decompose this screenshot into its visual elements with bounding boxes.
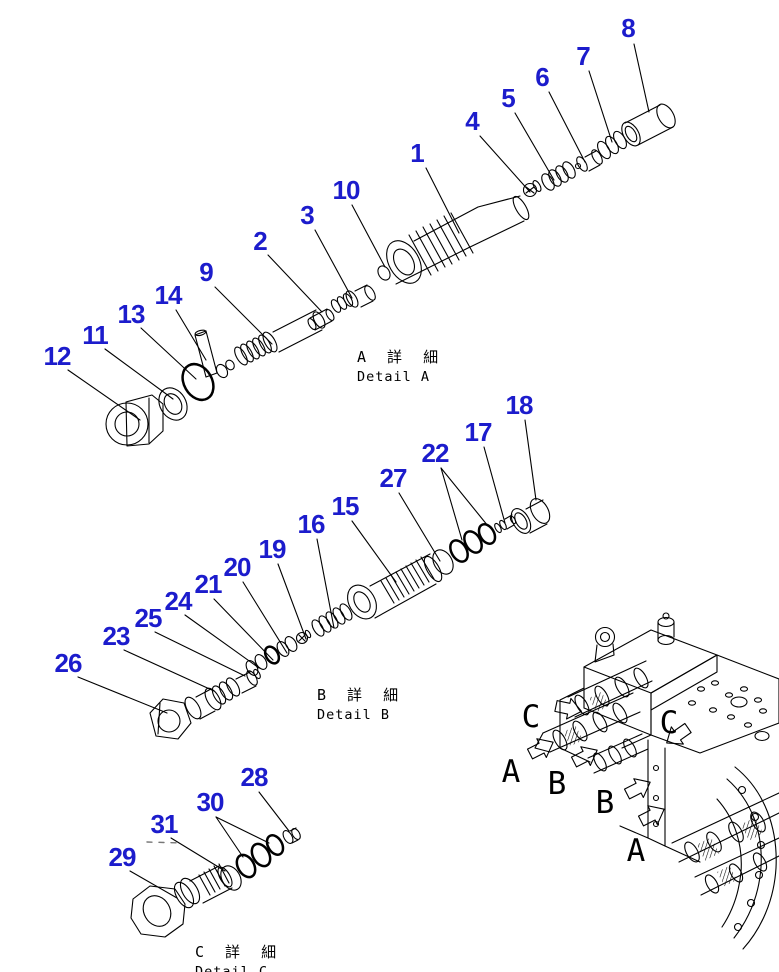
leader-line-11 xyxy=(104,348,174,400)
detail-c-drawing xyxy=(130,827,301,938)
view-letter-c-0: C xyxy=(522,699,541,735)
callout-14: 14 xyxy=(154,280,183,310)
callout-6: 6 xyxy=(535,62,550,92)
detail-a-title-jp: A 詳 細 xyxy=(357,348,445,366)
view-letter-a-5: A xyxy=(627,833,646,869)
leader-line-12 xyxy=(67,369,141,421)
leader-line-17 xyxy=(483,446,506,524)
detail-a-title-en: Detail A xyxy=(357,369,431,385)
leader-line-21 xyxy=(213,598,274,661)
callout-27: 27 xyxy=(379,463,408,493)
leader-line-8 xyxy=(633,43,650,113)
callout-2: 2 xyxy=(253,226,268,256)
callout-11: 11 xyxy=(82,320,108,350)
callout-16: 16 xyxy=(297,509,326,539)
leader-line-15 xyxy=(351,520,397,583)
leader-line-18 xyxy=(524,419,537,501)
detail-a-label: A 詳 細 Detail A xyxy=(357,346,444,385)
leader-line-30 xyxy=(215,816,244,858)
leader-line-20 xyxy=(242,581,288,654)
hatched-direction-arrow-3 xyxy=(568,740,603,772)
leader-line-7 xyxy=(588,70,613,143)
view-letter-a-1: A xyxy=(502,754,521,790)
leader-line-1 xyxy=(425,167,460,234)
detail-a-drawing xyxy=(105,103,676,447)
callout-31: 31 xyxy=(150,809,179,839)
callout-22: 22 xyxy=(421,438,450,468)
leader-line-22 xyxy=(440,467,489,527)
detail-b-title-en: Detail B xyxy=(317,707,391,723)
detail-b-title-jp: B 詳 細 xyxy=(317,686,405,704)
callout-4: 4 xyxy=(465,106,480,136)
callout-28: 28 xyxy=(240,762,269,792)
callout-20: 20 xyxy=(223,552,252,582)
callout-15: 15 xyxy=(331,491,360,521)
callout-18: 18 xyxy=(505,390,534,420)
view-letter-c-4: C xyxy=(660,705,679,741)
callout-10: 10 xyxy=(332,175,361,205)
callout-13: 13 xyxy=(117,299,146,329)
callout-23: 23 xyxy=(102,621,131,651)
callout-29: 29 xyxy=(108,842,137,872)
leader-line-31 xyxy=(170,837,226,872)
detail-c-title-en: Detail C xyxy=(195,964,269,972)
callout-3: 3 xyxy=(300,200,315,230)
callout-19: 19 xyxy=(258,534,287,564)
pump-reference-drawing xyxy=(534,612,779,950)
leader-line-26 xyxy=(77,676,168,714)
leader-line-24 xyxy=(184,614,260,669)
leader-line-30 xyxy=(215,816,270,844)
callout-8: 8 xyxy=(621,13,636,43)
callout-9: 9 xyxy=(199,257,214,287)
callout-21: 21 xyxy=(194,569,223,599)
leader-line-6 xyxy=(548,91,586,163)
callout-24: 24 xyxy=(164,586,193,616)
detail-b-label: B 詳 細 Detail B xyxy=(317,684,404,723)
leader-line-9 xyxy=(214,286,273,345)
leader-line-27 xyxy=(398,492,441,562)
leader-line-16 xyxy=(316,538,335,629)
leader-line-2 xyxy=(267,254,323,313)
leader-line-25 xyxy=(154,631,246,677)
leader-line-3 xyxy=(314,229,353,299)
callout-26: 26 xyxy=(54,648,83,678)
callout-12: 12 xyxy=(43,341,72,371)
solid-direction-arrow-0 xyxy=(553,695,585,723)
leader-line-29 xyxy=(129,870,178,899)
leader-line-13 xyxy=(140,327,197,380)
detail-c-label: C 詳 細 Detail C xyxy=(195,941,282,972)
leader-lines xyxy=(67,43,650,899)
leader-line-10 xyxy=(351,204,386,268)
leader-line-14 xyxy=(175,309,207,361)
callout-1: 1 xyxy=(410,138,425,168)
leader-line-5 xyxy=(514,112,555,181)
callout-5: 5 xyxy=(501,83,516,113)
callout-30: 30 xyxy=(196,787,225,817)
leader-line-19 xyxy=(277,563,307,640)
view-letter-b-3: B xyxy=(596,785,615,821)
callout-17: 17 xyxy=(464,417,493,447)
detail-b-drawing xyxy=(149,498,551,740)
leader-line-4 xyxy=(479,135,531,193)
callout-7: 7 xyxy=(576,41,591,71)
leader-line-28 xyxy=(258,791,290,832)
leader-line-22 xyxy=(440,467,463,541)
leader-line-23 xyxy=(123,649,215,692)
hatched-direction-arrow-5 xyxy=(635,799,670,831)
hatched-direction-arrow-4 xyxy=(621,772,656,804)
callout-25: 25 xyxy=(134,603,163,633)
view-letter-b-2: B xyxy=(548,766,567,802)
detail-c-title-jp: C 詳 細 xyxy=(195,943,283,961)
